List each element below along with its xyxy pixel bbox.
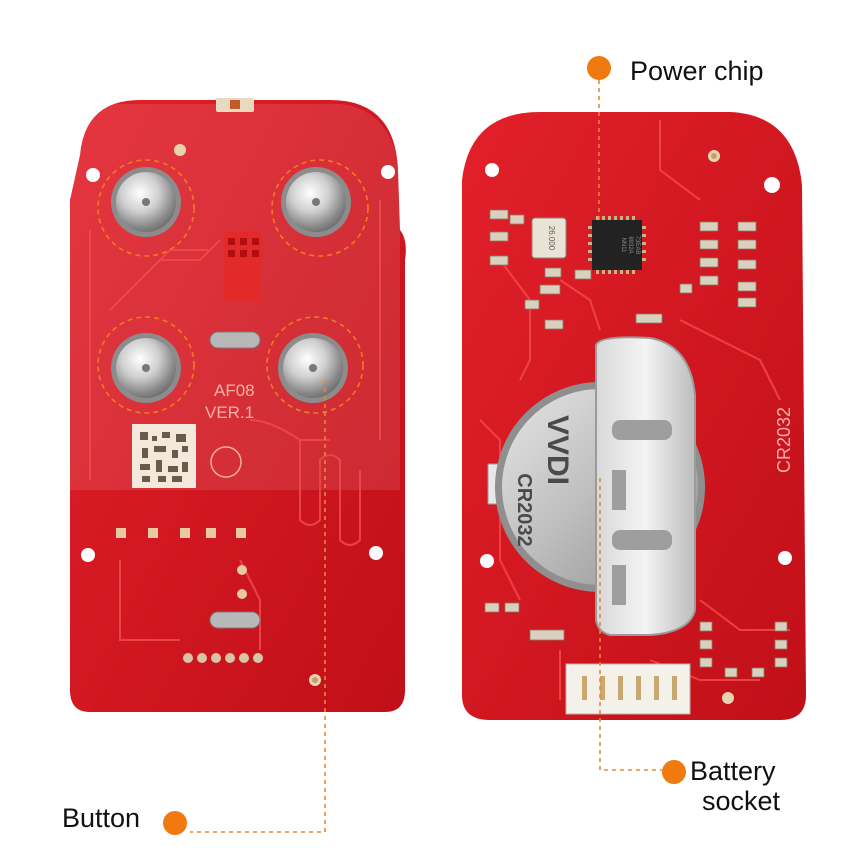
battery-socket-label-line1: Battery (690, 756, 776, 786)
push-button-top-right (281, 167, 351, 237)
button-label: Button (62, 803, 141, 833)
battery-markings: VVDI CR2032 (513, 415, 574, 547)
svg-text:CR2032: CR2032 (513, 473, 535, 546)
svg-text:26.000: 26.000 (547, 226, 556, 251)
battery-socket-label-line2: socket (702, 786, 781, 816)
model-marking: AF08 (214, 381, 255, 400)
svg-text:73EAB: 73EAB (634, 236, 640, 255)
button-callout-dot (163, 811, 187, 835)
push-button-bottom-right (278, 333, 348, 403)
svg-text:8932A: 8932A (627, 236, 633, 253)
svg-text:NN11: NN11 (620, 238, 626, 254)
battery-socket-leader (599, 478, 662, 771)
button-leader (190, 380, 326, 833)
push-button-bottom-left (111, 333, 181, 403)
battery-socket-callout-dot (662, 760, 686, 784)
power-chip-callout-dot (587, 56, 611, 80)
power-chip: NN11 8932A 73EAB (588, 216, 646, 274)
right-board: 26.000 NN11 8932A 73EAB (462, 112, 806, 720)
callout-leaders (190, 80, 662, 833)
left-board: AF08 VER.1 (62, 98, 406, 712)
version-marking: VER.1 (205, 403, 254, 422)
crystal-oscillator: 26.000 (531, 217, 567, 259)
smd-components (489, 209, 757, 330)
power-chip-label: Power chip (630, 56, 764, 86)
push-button-top-left (111, 167, 181, 237)
qr-code (132, 424, 196, 488)
cr2032-silkscreen: CR2032 (774, 407, 794, 473)
svg-text:VVDI: VVDI (541, 415, 574, 485)
board-connector (565, 663, 691, 715)
battery-socket-label: Battery socket (690, 756, 780, 816)
